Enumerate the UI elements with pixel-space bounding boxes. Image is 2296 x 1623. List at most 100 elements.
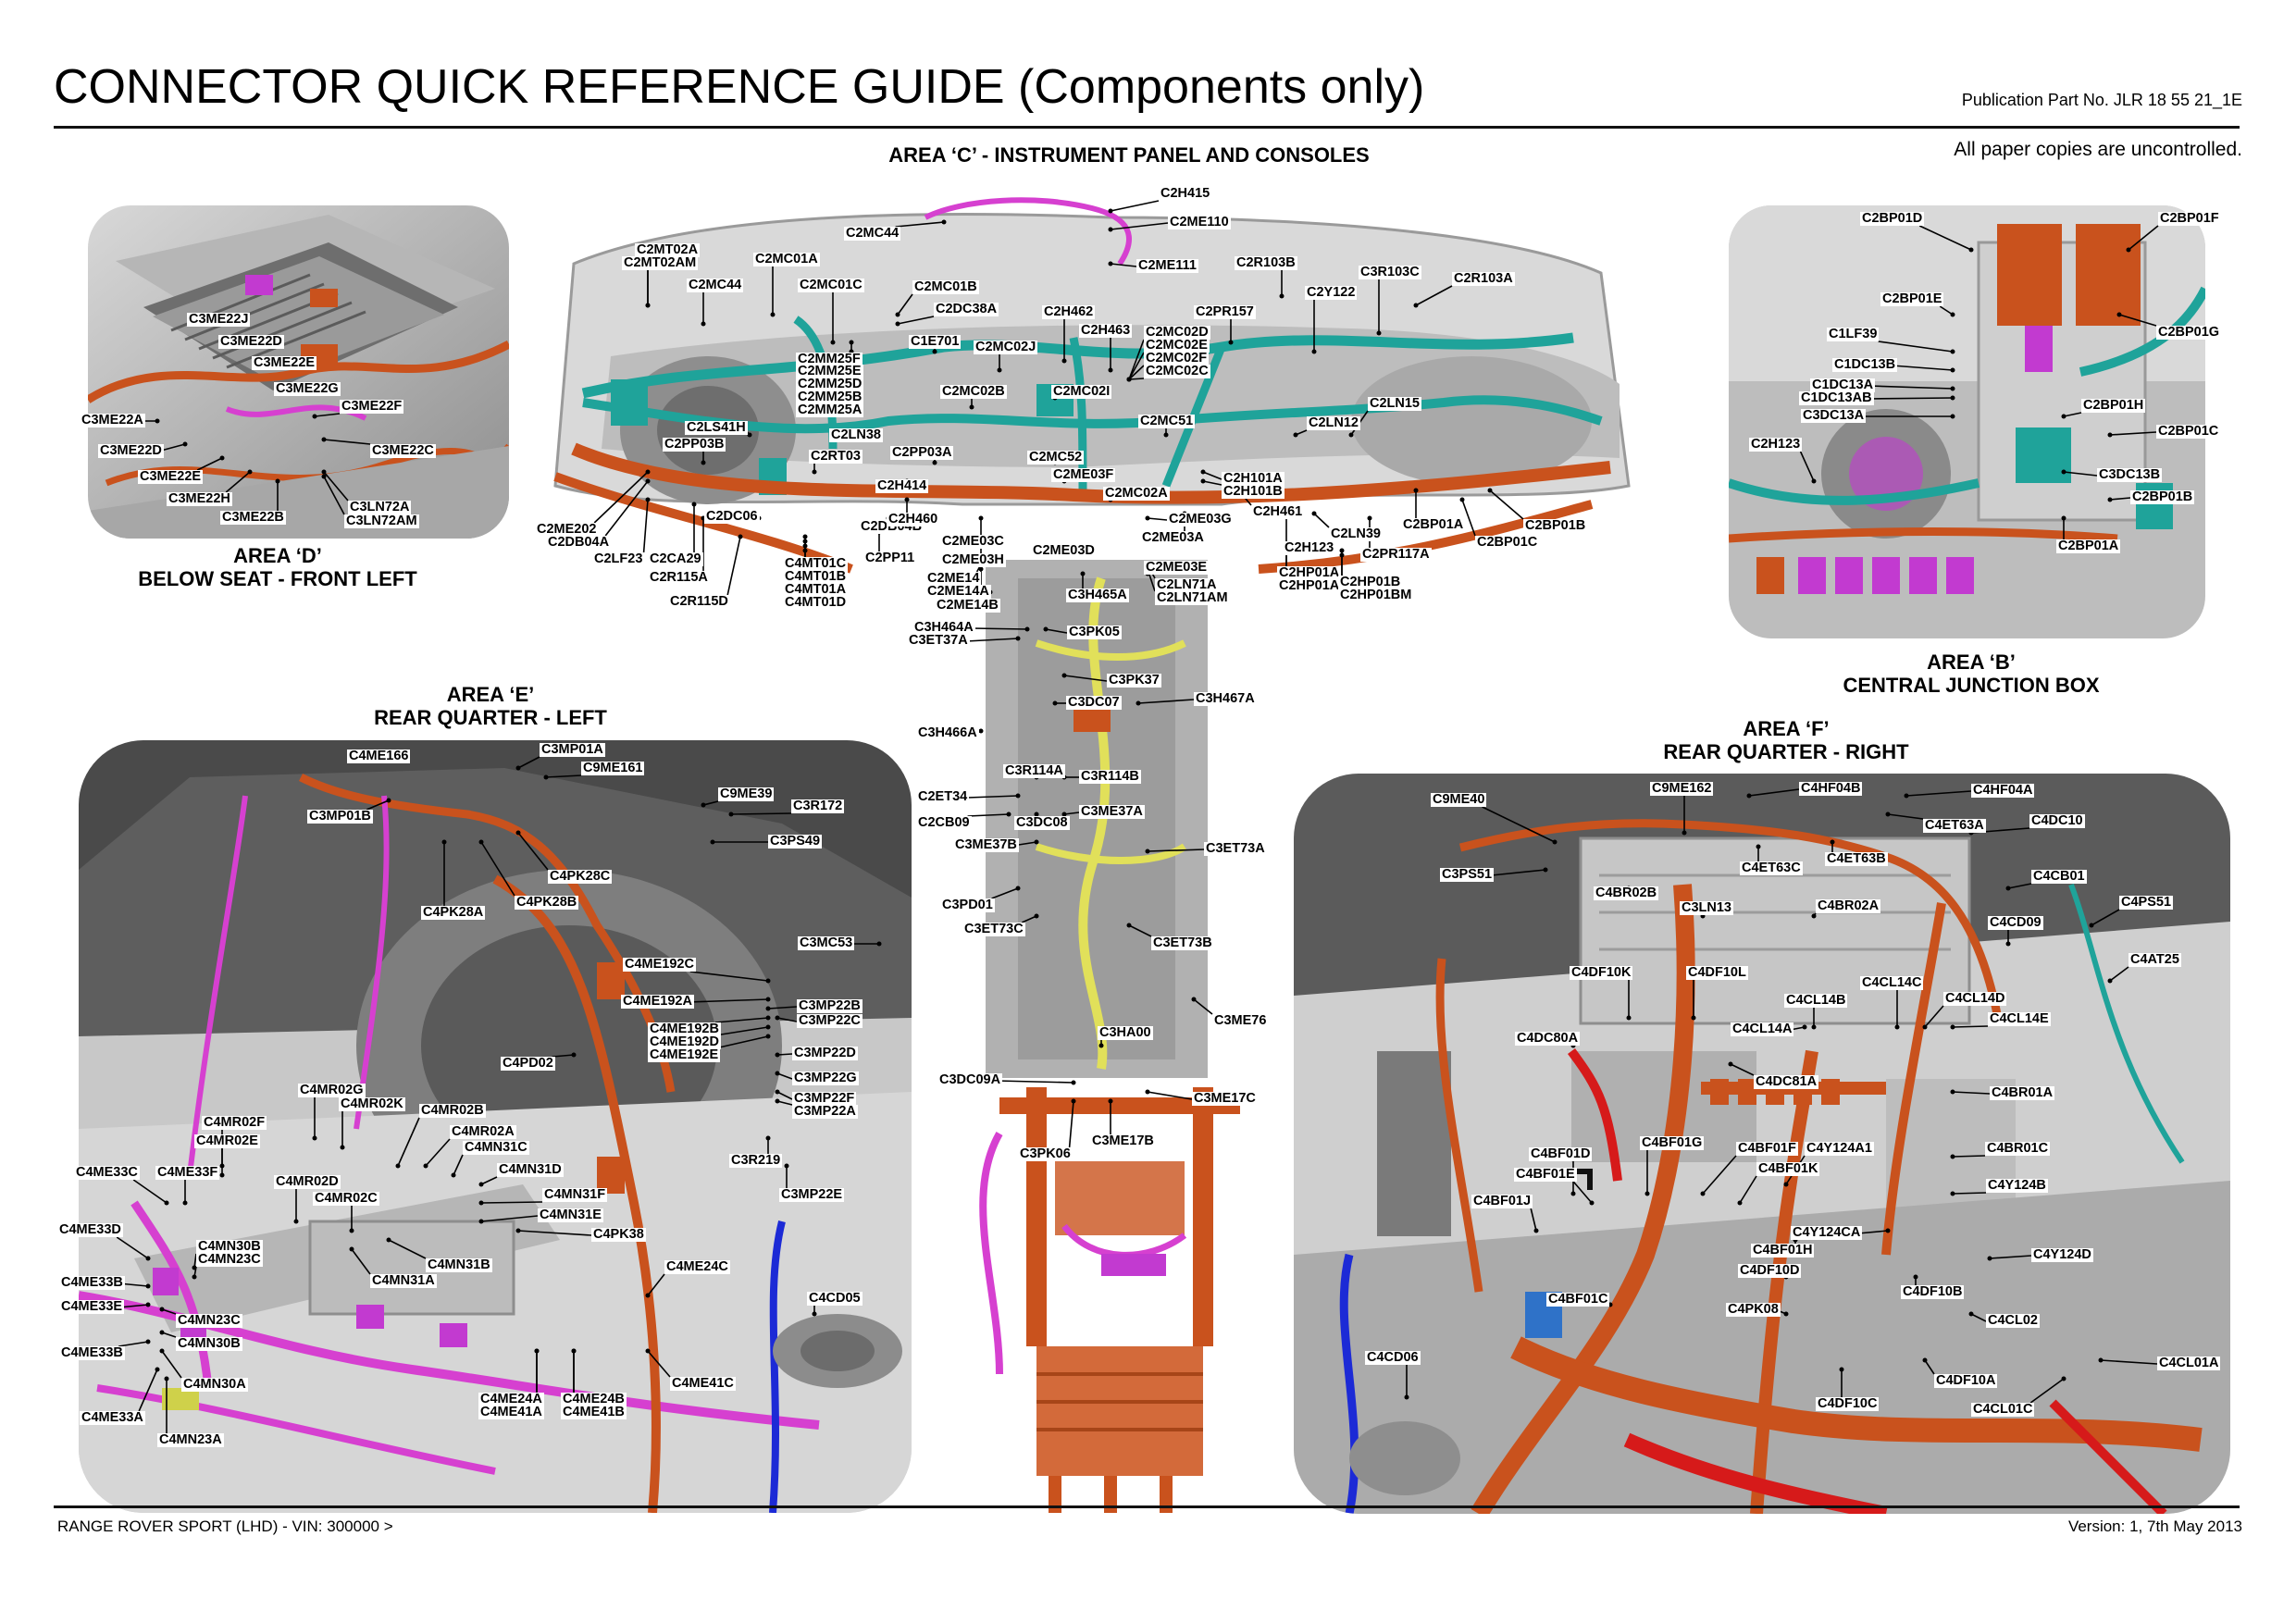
connector-label: C3DC07 xyxy=(1066,695,1122,710)
connector-label: C2BP01H xyxy=(2081,398,2146,413)
connector-label: C3HA00 xyxy=(1098,1025,1153,1040)
connector-label: C3R114B xyxy=(1079,769,1141,784)
connector-label: C3ME22A xyxy=(80,413,145,427)
connector-label: C2LS41H xyxy=(685,420,748,435)
connector-label: C2BP01B xyxy=(1523,518,1588,533)
connector-label: C2MC02I xyxy=(1051,384,1112,399)
connector-label: C2HP01B xyxy=(1338,575,1403,589)
connector-label: C2R115A xyxy=(648,570,710,585)
connector-label: C2MC01C xyxy=(798,278,864,292)
connector-label: C3MP22G xyxy=(792,1071,859,1085)
connector-label: C2MC44 xyxy=(687,278,744,292)
connector-label: C2CA29 xyxy=(648,551,703,566)
area-b-subtitle: CENTRAL JUNCTION BOX xyxy=(1843,674,2100,697)
connector-label: C2ME03F xyxy=(1051,467,1116,482)
connector-label: C4MT01B xyxy=(783,569,849,584)
connector-label: C2MM25F xyxy=(796,352,863,366)
connector-label: C4ET63C xyxy=(1740,861,1803,875)
connector-label: C3DC08 xyxy=(1014,815,1070,830)
connector-label: C4MN31C xyxy=(463,1140,529,1155)
connector-label: C2DC38A xyxy=(934,302,999,316)
connector-label: C2MC01A xyxy=(753,252,820,266)
connector-label: C4PK08 xyxy=(1726,1302,1781,1317)
connector-label: C4MN31D xyxy=(497,1162,564,1177)
connector-label: C2PP03A xyxy=(890,445,954,460)
connector-label: C4ET63B xyxy=(1825,851,1888,866)
connector-label: C4ME192E xyxy=(648,1047,721,1062)
connector-label: C4ME41B xyxy=(561,1405,627,1419)
connector-label: C4MR02G xyxy=(298,1083,366,1097)
connector-label: C2ME03D xyxy=(1031,543,1097,558)
connector-label: C2LN71AM xyxy=(1155,590,1230,605)
connector-label: C4PK38 xyxy=(591,1227,646,1242)
connector-label: C3ME22J xyxy=(187,312,251,327)
connector-label: C2MT02AM xyxy=(622,255,699,270)
connector-label: C2PR117A xyxy=(1360,547,1432,562)
area-d-heading: AREA ‘D’ xyxy=(233,544,322,567)
connector-label: C2MC52 xyxy=(1027,450,1085,465)
connector-label: C2R103A xyxy=(1452,271,1515,286)
connector-label: C3ME22C xyxy=(370,443,436,458)
connector-label: C3ME37A xyxy=(1079,804,1145,819)
connector-label: C3ET73A xyxy=(1204,841,1267,856)
area-e-heading: AREA ‘E’ xyxy=(446,683,535,706)
connector-label: C4DF10C xyxy=(1816,1396,1880,1411)
connector-label: C2R115D xyxy=(668,594,730,609)
connector-label: C2BP01B xyxy=(2130,489,2195,504)
connector-label: C4ME166 xyxy=(347,749,411,763)
connector-label: C4CL14C xyxy=(1860,975,1924,990)
connector-label: C4CL14B xyxy=(1784,993,1848,1008)
area-d-photo xyxy=(88,205,509,539)
connector-label: C4ME41C xyxy=(670,1376,736,1391)
connector-label: C4ME33D xyxy=(57,1222,123,1237)
publication-number: Publication Part No. JLR 18 55 21_1E xyxy=(1961,91,2242,109)
connector-label: C4DF10B xyxy=(1901,1284,1965,1299)
connector-label: C4ME33C xyxy=(74,1165,140,1180)
connector-label: C3PK05 xyxy=(1067,625,1122,639)
connector-label: C2ME14A xyxy=(925,584,991,599)
footer-vehicle: RANGE ROVER SPORT (LHD) - VIN: 300000 > xyxy=(57,1518,393,1535)
connector-label: C4AT25 xyxy=(2128,952,2181,967)
connector-label: C4MR02F xyxy=(202,1115,267,1130)
connector-label: C4MT01D xyxy=(783,595,849,610)
connector-label: C4DC10 xyxy=(2029,813,2085,828)
connector-label: C4BR02A xyxy=(1816,898,1881,913)
connector-label: C2MM25A xyxy=(796,403,864,417)
connector-label: C2MM25E xyxy=(796,364,863,378)
connector-label: C4CL14D xyxy=(1943,991,2007,1006)
connector-label: C3DC13A xyxy=(1801,408,1867,423)
connector-label: C4ME24A xyxy=(478,1392,544,1406)
connector-label: C4DC81A xyxy=(1754,1074,1819,1089)
connector-label: C3R172 xyxy=(791,799,845,813)
area-f-heading: AREA ‘F’ xyxy=(1743,717,1830,740)
connector-label: C4ME41A xyxy=(478,1405,544,1419)
connector-label: C3ME17B xyxy=(1090,1134,1156,1148)
connector-label: C3LN13 xyxy=(1680,900,1733,915)
connector-label: C2BP01F xyxy=(2158,211,2221,226)
connector-label: C4MN30B xyxy=(176,1336,242,1351)
connector-label: C2LN39 xyxy=(1329,527,1383,541)
connector-label: C4BF01D xyxy=(1529,1146,1593,1161)
connector-label: C2MC01B xyxy=(912,279,979,294)
connector-label: C2MC44 xyxy=(844,226,901,241)
connector-label: C3PD01 xyxy=(940,898,995,912)
connector-label: C4MR02B xyxy=(419,1103,486,1118)
connector-label: C4MR02E xyxy=(194,1134,260,1148)
connector-label: C4ME33B xyxy=(59,1275,125,1290)
connector-label: C4Y124A1 xyxy=(1805,1141,1874,1156)
connector-label: C4CL01A xyxy=(2157,1356,2221,1370)
connector-label: C2BP01A xyxy=(2056,539,2121,553)
connector-label: C3DC09A xyxy=(937,1072,1003,1087)
connector-label: C3R219 xyxy=(729,1153,783,1168)
connector-label: C2BP01A xyxy=(1401,517,1466,532)
connector-label: C4HF04B xyxy=(1799,781,1863,796)
connector-label: C2MC02F xyxy=(1144,351,1210,365)
footer-version: Version: 1, 7th May 2013 xyxy=(2067,1518,2242,1535)
area-c-title: AREA ‘C’ - INSTRUMENT PANEL AND CONSOLES xyxy=(888,143,1370,167)
connector-label: C1DC13A xyxy=(1810,378,1876,392)
connector-label: C4DF10A xyxy=(1934,1373,1998,1388)
connector-label: C3H466A xyxy=(916,725,979,740)
connector-label: C2H415 xyxy=(1159,186,1212,201)
connector-label: C4BF01G xyxy=(1640,1135,1705,1150)
connector-label: C4CD09 xyxy=(1988,915,2043,930)
